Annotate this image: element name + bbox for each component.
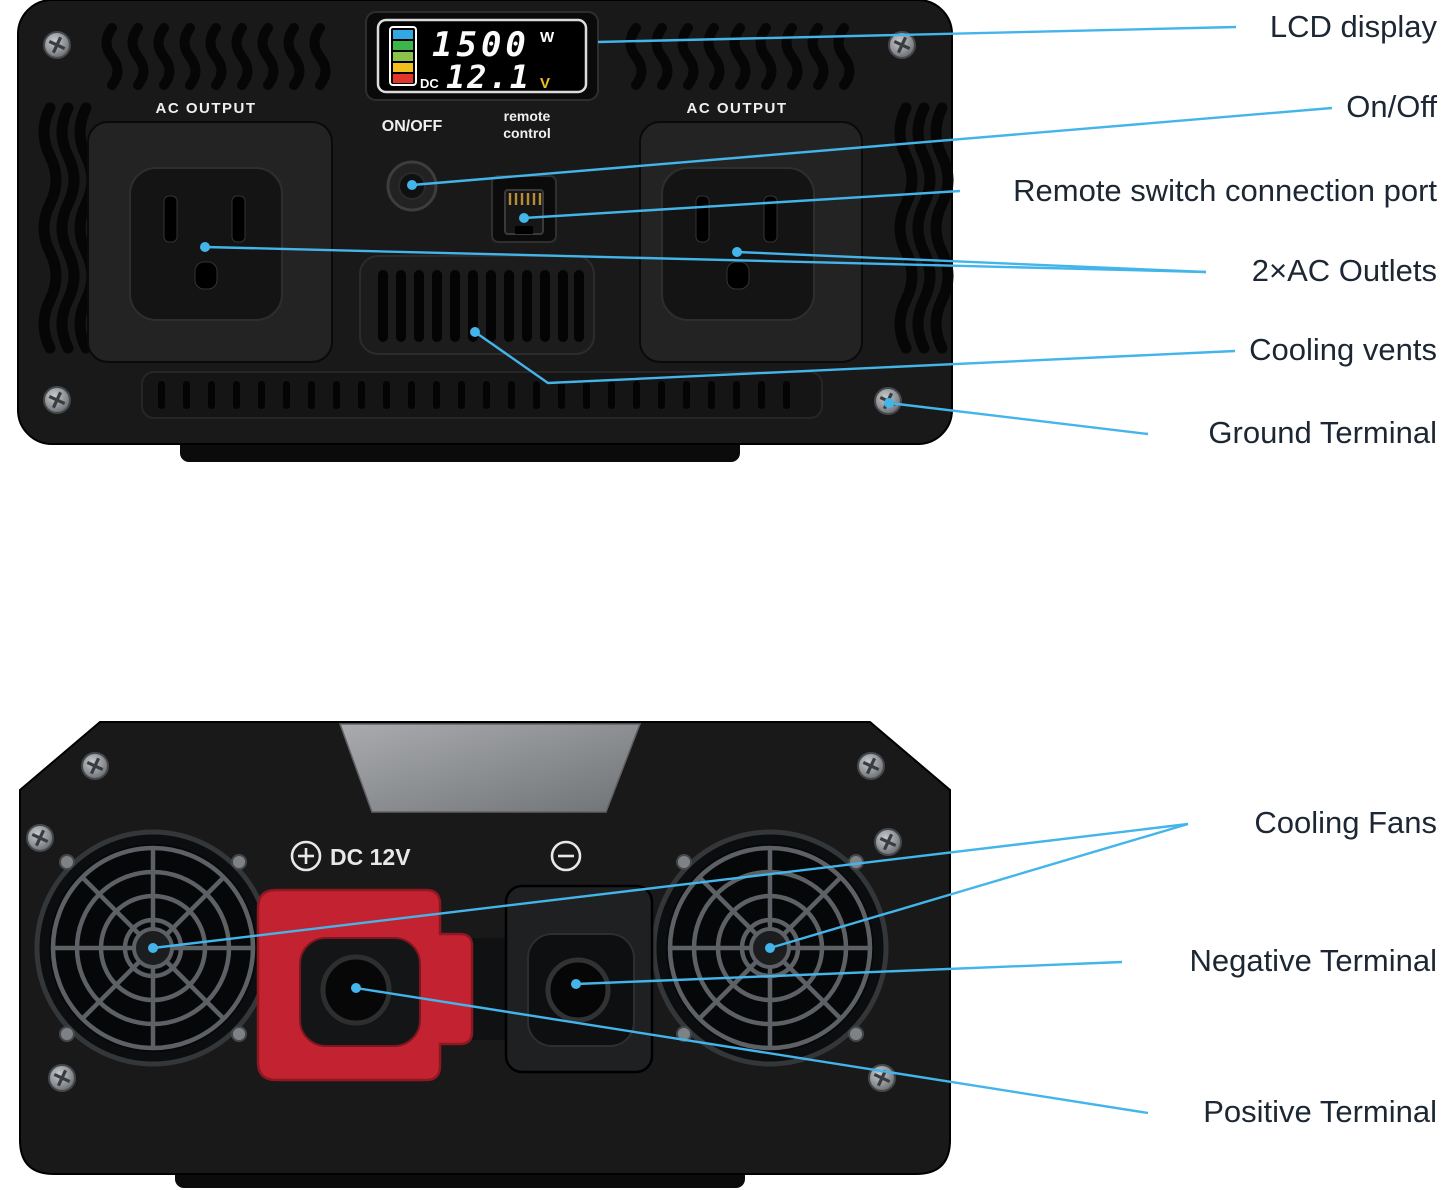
ac-output-left-caption: AC OUTPUT xyxy=(156,100,257,117)
leader-ground-terminal xyxy=(888,401,1149,436)
ac-outlet-left xyxy=(87,121,333,363)
anchor-dot-ground xyxy=(884,398,894,408)
leader-fan-right xyxy=(769,822,1189,950)
lcd-watts-value: 1500 xyxy=(432,25,530,65)
callout-cooling-fans: Cooling Fans xyxy=(1254,805,1437,840)
leader-positive-terminal xyxy=(355,986,1149,1115)
lcd-dc-label: DC xyxy=(420,76,439,91)
leader-negative-terminal xyxy=(575,960,1123,986)
negative-terminal xyxy=(504,884,654,1074)
leader-ac-outlet-right xyxy=(736,250,1207,274)
dc-12v-caption: DC 12V xyxy=(330,844,411,870)
anchor-dot-vents xyxy=(470,327,480,337)
dc-polarity-captions: DC 12V xyxy=(290,840,582,872)
positive-terminal xyxy=(256,888,474,1082)
back-handle-recess xyxy=(338,723,642,813)
screw-icon xyxy=(47,1063,77,1093)
anchor-dot-fan-right xyxy=(765,943,775,953)
leader-ac-outlet-left xyxy=(204,245,1207,274)
screw-icon xyxy=(25,823,55,853)
callout-remote-port: Remote switch connection port xyxy=(1013,173,1437,208)
battery-indicator-icon xyxy=(389,26,417,86)
cooling-vents-center xyxy=(359,255,595,355)
leader-cooling-vents xyxy=(474,331,1236,385)
lcd-volts-value: 12.1 xyxy=(446,58,531,96)
lcd-display: 1500 W DC 12.1 V xyxy=(365,11,599,101)
ac-output-right-caption: AC OUTPUT xyxy=(687,100,788,117)
leader-lines xyxy=(148,25,1333,1115)
anchor-dot-on-off xyxy=(407,180,417,190)
callout-cooling-vents: Cooling vents xyxy=(1249,332,1437,367)
callout-on-off: On/Off xyxy=(1346,89,1437,124)
anchor-dot-outlet-right xyxy=(732,247,742,257)
callout-positive-terminal: Positive Terminal xyxy=(1203,1094,1437,1129)
ac-outlet-right xyxy=(639,121,863,363)
callout-ac-outlets: 2×AC Outlets xyxy=(1251,253,1437,288)
screw-icon xyxy=(42,385,72,415)
on-off-caption: ON/OFF xyxy=(382,118,443,135)
leader-on-off xyxy=(411,106,1333,187)
leader-lcd-display xyxy=(597,25,1237,44)
screw-icon xyxy=(856,751,886,781)
screw-icon xyxy=(80,751,110,781)
leader-fan-left xyxy=(152,822,1189,950)
callout-ground-terminal: Ground Terminal xyxy=(1208,415,1437,450)
callout-negative-terminal: Negative Terminal xyxy=(1189,943,1437,978)
screw-icon xyxy=(873,827,903,857)
back-view: DC 12V xyxy=(19,721,951,1188)
anchor-dot-positive xyxy=(351,983,361,993)
callout-lcd-display: LCD display xyxy=(1269,9,1437,44)
screw-icon xyxy=(42,30,72,60)
remote-caption-line1: remote xyxy=(504,108,551,124)
bottom-vent-strip xyxy=(141,371,823,419)
minus-icon xyxy=(550,840,582,872)
lcd-watts-unit: W xyxy=(540,29,555,46)
leader-remote-port xyxy=(523,189,961,220)
anchor-dot-remote xyxy=(519,213,529,223)
remote-control-port: remote control xyxy=(491,108,557,243)
anchor-dot-outlet-left xyxy=(200,242,210,252)
anchor-dot-negative xyxy=(571,979,581,989)
front-view: 1500 W DC 12.1 V AC OUTPUT AC OUTPUT O xyxy=(17,0,952,462)
anchor-dot-fan-left xyxy=(148,943,158,953)
lcd-volts-unit: V xyxy=(540,75,550,92)
plus-icon xyxy=(290,840,322,872)
remote-caption-line2: control xyxy=(503,125,550,141)
